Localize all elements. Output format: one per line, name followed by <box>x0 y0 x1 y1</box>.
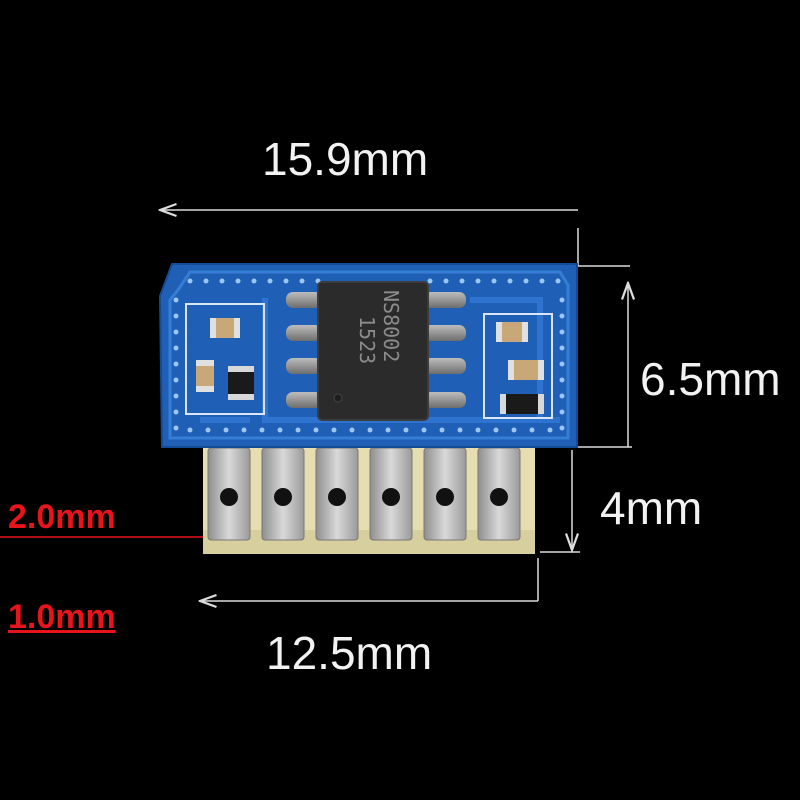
dimension-lines <box>160 210 632 601</box>
ic-chip <box>318 282 428 420</box>
chip-marking-line2: 1523 <box>355 316 379 364</box>
pin-length-label: 4mm <box>600 482 703 534</box>
left-component-group: E0 <box>185 303 265 415</box>
left-smd-marking: E0 <box>235 377 248 390</box>
header-pin <box>207 447 251 541</box>
capacitor <box>508 360 544 380</box>
ic-lead <box>286 292 322 308</box>
pin-pitch-label: 2.0mm <box>8 498 116 536</box>
header-pin <box>423 447 467 541</box>
ic-lead <box>424 358 466 374</box>
pcb-trace-outline <box>168 270 570 440</box>
capacitor <box>196 360 214 392</box>
ic-lead <box>424 292 466 308</box>
pin-header <box>203 444 535 554</box>
ic-lead <box>424 325 466 341</box>
ic-leads <box>286 292 466 408</box>
ic-lead <box>286 392 322 408</box>
header-pin <box>369 447 413 541</box>
overall-width-label: 15.9mm <box>262 133 429 185</box>
pin-span-label: 12.5mm <box>266 627 433 679</box>
ic-lead <box>286 325 322 341</box>
header-pin <box>477 447 521 541</box>
header-pin <box>261 447 305 541</box>
capacitor <box>496 322 528 342</box>
right-component-group: E4 <box>483 313 553 419</box>
pcb-vias <box>173 278 565 433</box>
ic-lead <box>286 358 322 374</box>
header-pin <box>315 447 359 541</box>
pin-pads <box>207 447 521 541</box>
ic-lead <box>424 392 466 408</box>
resistor <box>500 394 544 414</box>
right-smd-marking: E4 <box>515 394 528 408</box>
pin1-dot <box>333 393 343 403</box>
capacitor <box>210 318 240 338</box>
board-height-label: 6.5mm <box>640 353 781 405</box>
chip-marking-line1: NS8002 <box>379 290 403 362</box>
pin-width-label: 1.0mm <box>8 598 116 636</box>
